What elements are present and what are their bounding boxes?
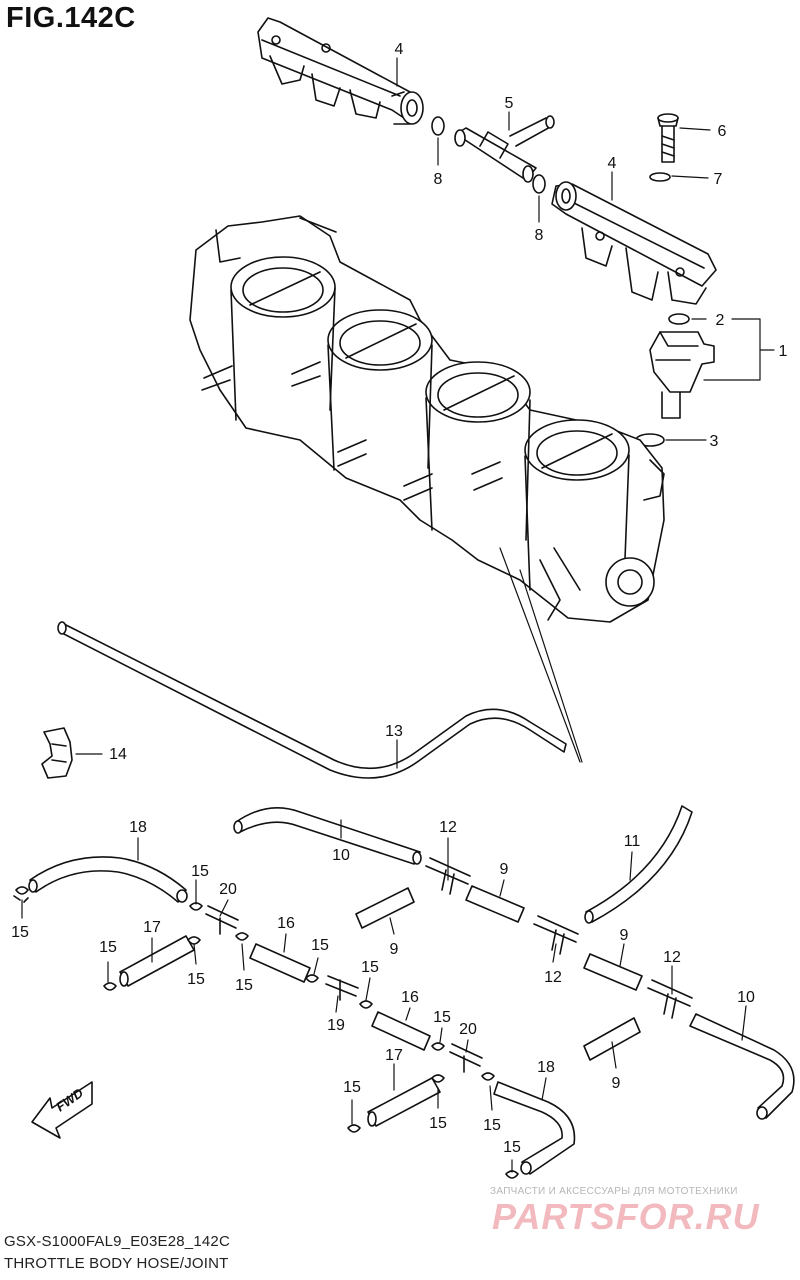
callout-labels: 1 2 3 4 4 5 6 7 8 8 9 9 9 9 10 10 11 12 …: [11, 41, 787, 1156]
hose-long: [57, 621, 567, 779]
leader-line: [499, 547, 583, 763]
callout-12: 12: [439, 819, 457, 836]
callout-11: 11: [624, 833, 641, 850]
callout-15: 15: [429, 1115, 447, 1132]
joint-19: [325, 975, 359, 1001]
joint-20: [449, 1043, 483, 1073]
callout-4: 4: [395, 41, 404, 58]
fuel-injector: [649, 331, 715, 419]
fwd-arrow-icon: [31, 1081, 93, 1139]
joint-20: [205, 905, 239, 935]
fuel-delivery-pipe-upper: [257, 17, 424, 125]
callout-15: 15: [343, 1079, 361, 1096]
callout-15: 15: [99, 939, 117, 956]
hose-clip: [359, 1000, 373, 1009]
callout-8: 8: [535, 227, 544, 244]
callout-15: 15: [433, 1009, 451, 1026]
callout-13: 13: [385, 723, 403, 740]
o-ring: [532, 174, 546, 194]
short-hose: [355, 887, 415, 929]
callout-12: 12: [544, 969, 562, 986]
hose-clip: [481, 1072, 495, 1081]
hose-clamp-bracket: [41, 727, 73, 779]
callout-8: 8: [434, 171, 443, 188]
callout-5: 5: [505, 95, 514, 112]
short-hose: [583, 1017, 641, 1061]
callout-20: 20: [459, 1021, 477, 1038]
callout-10: 10: [332, 847, 350, 864]
hose-clip: [305, 974, 319, 983]
callout-9: 9: [612, 1075, 621, 1092]
callout-15: 15: [187, 971, 205, 988]
injector-o-ring-upper: [668, 313, 690, 325]
callout-15: 15: [503, 1139, 521, 1156]
tee-joint: [533, 915, 579, 955]
hose-clip: [13, 886, 29, 903]
callout-9: 9: [390, 941, 399, 958]
tee-joint: [647, 979, 693, 1019]
watermark-tagline: ЗАПЧАСТИ И АКСЕССУАРЫ ДЛЯ МОТОТЕХНИКИ: [490, 1186, 738, 1197]
callout-15: 15: [361, 959, 379, 976]
watermark-logo: PARTSFOR.RU: [492, 1196, 760, 1237]
callout-6: 6: [718, 123, 727, 140]
callout-10: 10: [737, 989, 755, 1006]
callout-4: 4: [608, 155, 617, 172]
hose-10-lower: [689, 1013, 795, 1120]
callout-3: 3: [710, 433, 719, 450]
callout-20: 20: [219, 881, 237, 898]
o-ring: [431, 116, 445, 136]
hose-clip: [431, 1074, 445, 1083]
throttle-body-assembly: [189, 215, 665, 623]
hose-clip: [235, 932, 249, 941]
callout-15: 15: [191, 863, 209, 880]
callout-18: 18: [537, 1059, 555, 1076]
callout-2: 2: [716, 312, 725, 329]
fuel-pipe-joint: [454, 115, 555, 183]
hose-clip: [187, 936, 201, 945]
callout-9: 9: [620, 927, 629, 944]
callout-16: 16: [401, 989, 419, 1006]
short-hose: [583, 953, 643, 991]
fuel-delivery-pipe-lower: [551, 181, 717, 305]
hose-clip: [431, 1042, 445, 1051]
callout-7: 7: [714, 171, 723, 188]
tee-joint: [425, 857, 471, 895]
bolt: [657, 113, 679, 163]
hose-17: [367, 1077, 441, 1127]
hose-clip: [347, 1124, 361, 1133]
short-hose: [465, 885, 525, 923]
callout-17: 17: [143, 919, 161, 936]
callout-18: 18: [129, 819, 147, 836]
callout-15: 15: [483, 1117, 501, 1134]
hose-clip: [505, 1170, 519, 1179]
hose-clip: [189, 902, 203, 911]
callout-15: 15: [235, 977, 253, 994]
hose-18-lower: [493, 1081, 576, 1175]
figure-title: FIG.142C: [6, 2, 136, 34]
hose-10-upper: [233, 806, 422, 865]
section-name: THROTTLE BODY HOSE/JOINT: [4, 1255, 229, 1272]
hose-17: [119, 935, 195, 987]
washer: [649, 172, 671, 182]
callout-16: 16: [277, 915, 295, 932]
callout-12: 12: [663, 949, 681, 966]
hose-16: [249, 943, 311, 983]
hose-18-upper: [28, 856, 188, 903]
model-code: GSX-S1000FAL9_E03E28_142C: [4, 1233, 230, 1250]
callout-14: 14: [109, 746, 127, 763]
callout-9: 9: [500, 861, 509, 878]
callout-1: 1: [779, 343, 788, 360]
callout-leaders: [21, 57, 775, 1173]
hose-16: [371, 1011, 431, 1051]
callout-17: 17: [385, 1047, 403, 1064]
callout-15: 15: [311, 937, 329, 954]
callout-15: 15: [11, 924, 29, 941]
hose-clip: [103, 982, 117, 991]
callout-19: 19: [327, 1017, 345, 1034]
hose-11: [584, 805, 693, 924]
